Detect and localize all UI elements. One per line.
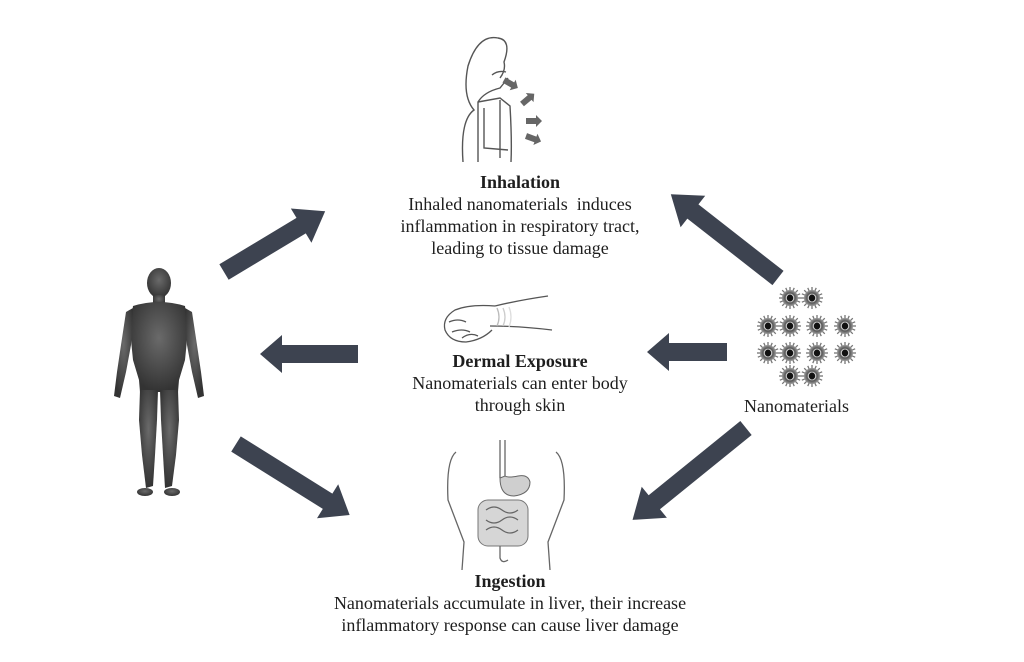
digestive-system-icon [447, 440, 565, 571]
arrow-dermal-to-body [260, 335, 358, 373]
nanoparticle-icon [757, 342, 779, 364]
nanoparticle-icon [779, 365, 801, 387]
inhalation-description-line: inflammation in respiratory tract, [400, 215, 640, 236]
nanoparticle-icon [801, 365, 823, 387]
ingestion-description-line: Nanomaterials accumulate in liver, their… [333, 592, 687, 613]
inhalation-description-line: Inhaled nanomaterials induces [408, 193, 632, 214]
dermal-route: Dermal Exposure Nanomaterials can enter … [360, 351, 680, 417]
inhalation-route: Inhalation Inhaled nanomaterials induces… [340, 172, 700, 260]
nanoparticle-icon [834, 315, 856, 337]
human-body-icon [114, 268, 204, 496]
arrow-body-to-ingestion [231, 436, 350, 519]
nanoparticle-icon [834, 342, 856, 364]
dermal-title: Dermal Exposure [452, 351, 588, 371]
nanoparticle-icon [779, 287, 801, 309]
arrow-nanomaterials-to-ingestion [632, 421, 752, 520]
arrow-nanomaterials-to-inhalation [670, 194, 784, 286]
breath-arrows-icon [502, 77, 542, 146]
inhalation-description-line: leading to tissue damage [431, 237, 609, 258]
nanoparticle-icon [806, 342, 828, 364]
nanoparticle-icon [779, 342, 801, 364]
arrow-nanomaterials-to-dermal [647, 333, 727, 371]
nanoparticle-icon [757, 315, 779, 337]
ingestion-title: Ingestion [474, 571, 546, 591]
nanoparticle-icon [806, 315, 828, 337]
respiratory-tract-icon [461, 36, 513, 163]
dermal-description-line: Nanomaterials can enter body [412, 372, 628, 393]
hand-skin-icon [443, 295, 553, 343]
dermal-description-line: through skin [474, 394, 566, 415]
nanoparticle-icon [801, 287, 823, 309]
nanomaterials-icon [757, 287, 856, 387]
ingestion-description-line: inflammatory response can cause liver da… [341, 614, 679, 635]
nanomaterials-label: Nanomaterials [744, 396, 849, 416]
nanoparticle-icon [779, 315, 801, 337]
inhalation-title: Inhalation [479, 172, 561, 192]
ingestion-route: Ingestion Nanomaterials accumulate in li… [270, 571, 750, 637]
arrow-body-to-inhalation [219, 208, 326, 280]
